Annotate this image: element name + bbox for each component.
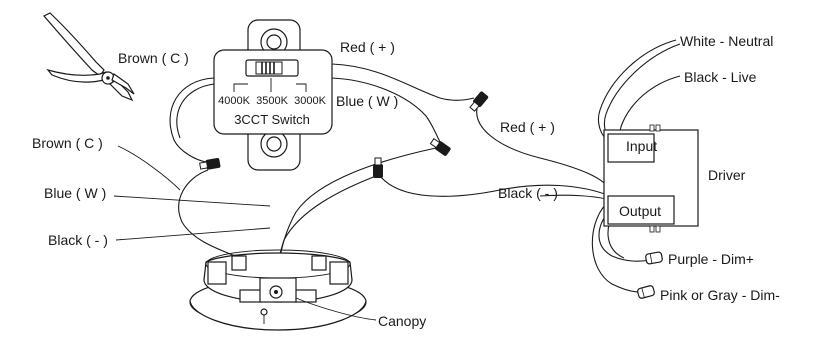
wire-connectors (199, 91, 663, 299)
driver-output-label: Output (619, 203, 661, 219)
label-red-top: Red ( + ) (340, 39, 395, 55)
switch-title: 3CCT Switch (234, 112, 310, 127)
labels: Brown ( C ) Red ( + ) Blue ( W ) Red ( +… (32, 33, 780, 329)
label-brown-left: Brown ( C ) (32, 135, 103, 151)
red-wire-nut (469, 91, 489, 112)
cct-switch: 4000K 3500K 3000K 3CCT Switch (213, 19, 333, 171)
purple-wire-cap (645, 251, 663, 265)
label-blue-right: Blue ( W ) (336, 93, 398, 109)
label-brown-top: Brown ( C ) (118, 50, 189, 66)
blue-wire-nut (429, 137, 451, 156)
slider-knob (255, 61, 283, 75)
label-black-left: Black ( - ) (48, 232, 108, 248)
label-red-mid: Red ( + ) (500, 119, 555, 135)
pink-wire-cap (637, 285, 655, 299)
wires (113, 39, 681, 293)
switch-position-3500k: 3500K (256, 95, 288, 107)
canopy-fixture (189, 249, 377, 331)
label-canopy: Canopy (378, 313, 426, 329)
label-white-neutral: White - Neutral (680, 33, 773, 49)
label-pink-dim: Pink or Gray - Dim- (660, 287, 780, 303)
label-blue-left: Blue ( W ) (44, 185, 106, 201)
switch-position-4000k: 4000K (218, 95, 250, 107)
label-purple-dim: Purple - Dim+ (668, 251, 754, 267)
driver-box: Input Output (603, 124, 699, 233)
black-wire-nut (373, 157, 383, 178)
label-driver: Driver (708, 167, 746, 183)
driver-input-label: Input (626, 138, 657, 154)
label-black-mid: Black ( - ) (498, 185, 558, 201)
wire-cutter-icon (43, 12, 135, 102)
brown-wire-nut (199, 158, 221, 170)
label-black-live: Black - Live (684, 69, 757, 85)
switch-position-3000k: 3000K (294, 95, 326, 107)
